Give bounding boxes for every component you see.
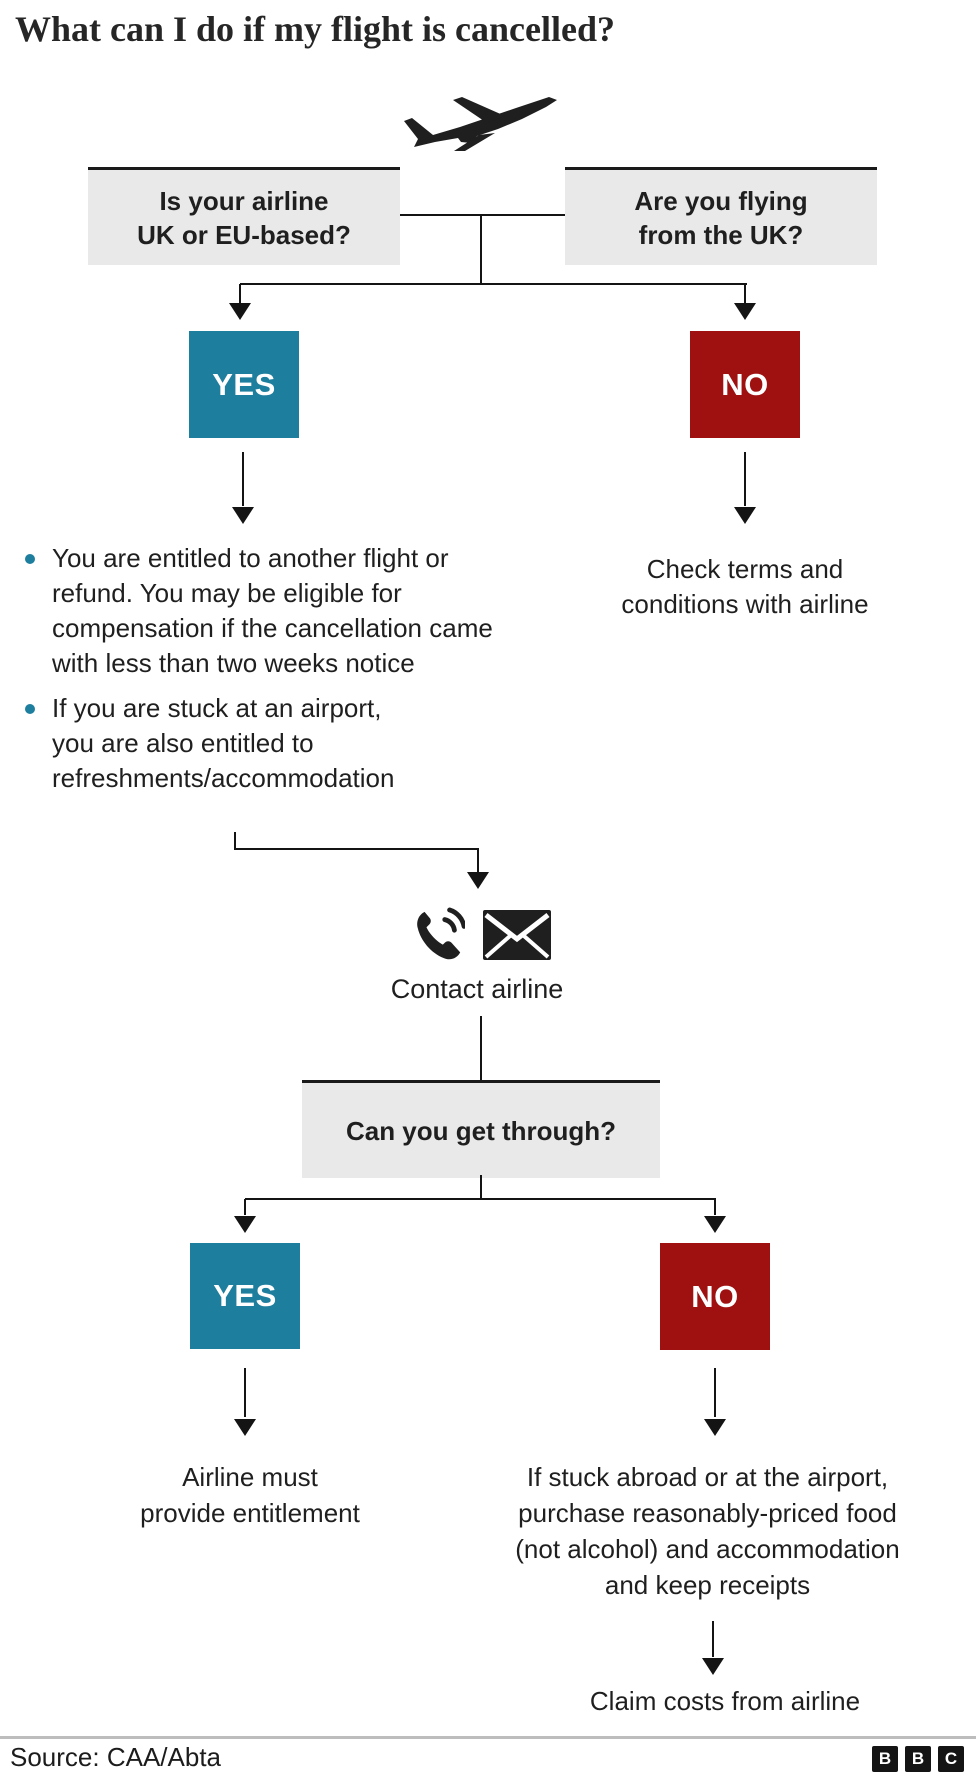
arrow-down-icon (704, 1216, 726, 1233)
bullet-icon (25, 704, 35, 714)
connector-line (480, 1175, 482, 1200)
list-item: You are entitled to another flight or re… (25, 541, 540, 681)
arrow-down-icon (229, 303, 251, 320)
bbc-logo-block: B (872, 1746, 898, 1772)
connector-line (240, 283, 747, 285)
connector-line (244, 1199, 246, 1215)
no-box-1: NO (690, 331, 800, 438)
yes-box-1: YES (189, 331, 299, 438)
entitlement-list: You are entitled to another flight or re… (25, 541, 540, 796)
connector-line (234, 832, 236, 850)
no-box-2: NO (660, 1243, 770, 1350)
arrow-down-icon (734, 507, 756, 524)
airline-entitlement-text: Airline must provide entitlement (140, 1462, 360, 1528)
arrow-down-icon (704, 1419, 726, 1436)
phone-icon (417, 907, 465, 960)
connector-line (244, 1368, 246, 1417)
connector-line (712, 1621, 714, 1657)
arrow-down-icon (234, 1216, 256, 1233)
arrow-down-icon (232, 507, 254, 524)
question-box-get-through: Can you get through? (302, 1080, 660, 1178)
contact-airline-label: Contact airline (390, 974, 564, 1004)
stuck-at-airport-text: If you are stuck at an airport, you are … (52, 693, 395, 793)
page-title: What can I do if my flight is cancelled? (15, 9, 615, 49)
footer-divider (0, 1736, 976, 1739)
connector-line (744, 284, 746, 304)
airplane-icon (404, 97, 557, 151)
question-box-airline-based: Is your airline UK or EU-based? (88, 167, 400, 265)
bullet-icon (25, 554, 35, 564)
entitlement-text: You are entitled to another flight or re… (52, 543, 493, 678)
source-credit: Source: CAA/Abta (10, 1742, 221, 1772)
claim-costs-text: Claim costs from airline (589, 1686, 861, 1716)
bbc-logo-block: B (905, 1746, 931, 1772)
envelope-icon (483, 910, 551, 960)
connector-line (714, 1199, 716, 1215)
connector-line (239, 284, 241, 304)
connector-line (477, 848, 479, 874)
connector-line (480, 1016, 482, 1080)
stuck-abroad-text: If stuck abroad or at the airport, purch… (515, 1462, 900, 1600)
check-terms-text: Check terms and conditions with airline (621, 554, 869, 619)
question-box-flying-from-uk: Are you flying from the UK? (565, 167, 877, 265)
connector-line (714, 1368, 716, 1417)
arrow-down-icon (467, 872, 489, 889)
connector-line (242, 452, 244, 506)
connector-line (480, 215, 482, 284)
connector-line (400, 214, 565, 216)
connector-line (245, 1198, 716, 1200)
list-item: If you are stuck at an airport, you are … (25, 691, 540, 796)
arrow-down-icon (234, 1419, 256, 1436)
connector-line (744, 452, 746, 506)
bbc-logo-block: C (938, 1746, 964, 1772)
yes-box-2: YES (190, 1243, 300, 1349)
connector-line (234, 848, 479, 850)
arrow-down-icon (702, 1658, 724, 1675)
arrow-down-icon (734, 303, 756, 320)
